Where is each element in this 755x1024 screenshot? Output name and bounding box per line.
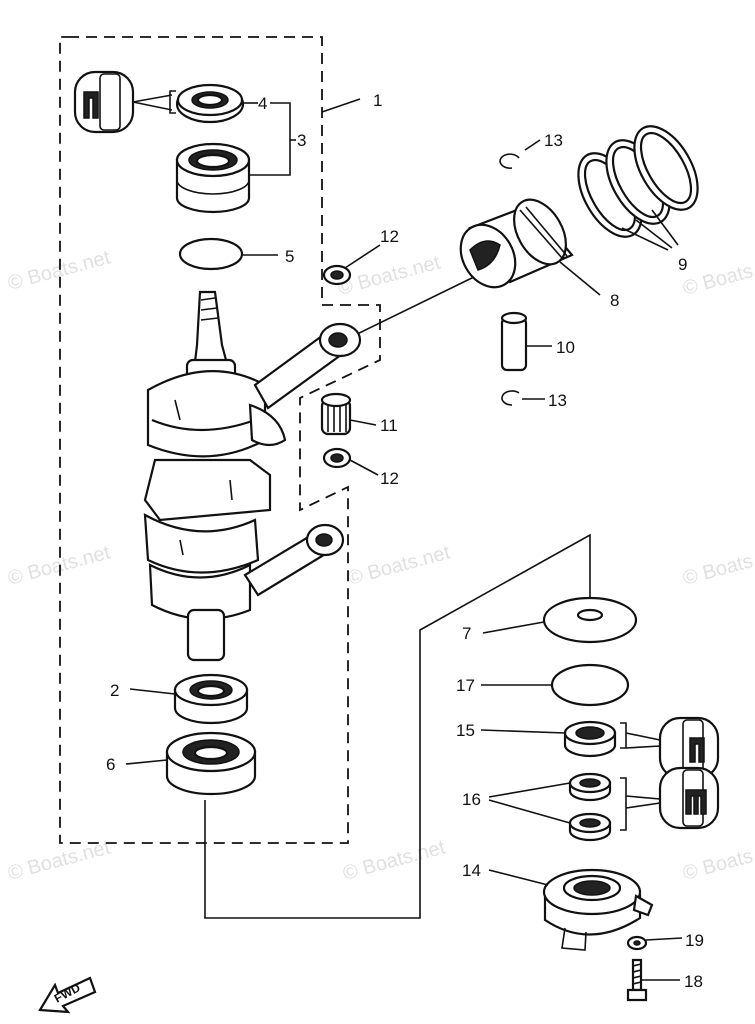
fwd-arrow: FWD — [38, 976, 97, 1014]
callout-15: 15 — [456, 721, 475, 740]
callout-14: 14 — [462, 861, 481, 880]
part-12-washer-upper — [322, 264, 352, 286]
callouts: 1 2 3 4 5 6 7 8 9 10 11 12 12 13 13 14 1… — [106, 91, 704, 991]
callout-2: 2 — [110, 681, 119, 700]
callout-18: 18 — [684, 972, 703, 991]
part-13-clip-upper — [499, 153, 520, 169]
callout-9: 9 — [678, 255, 687, 274]
guide-lines — [204, 274, 591, 919]
part-9-piston-rings — [577, 125, 699, 238]
part-7-washer — [542, 596, 638, 644]
watermark-2: © Boats.net — [336, 251, 443, 299]
part-10-piston-pin — [500, 311, 528, 372]
part-13-clip-lower — [501, 390, 520, 406]
grease-symbol-top — [73, 70, 176, 134]
callout-13-lower: 13 — [548, 391, 567, 410]
part-14-bearing-housing — [542, 868, 654, 951]
part-5-o-ring — [178, 237, 244, 271]
callout-4: 4 — [258, 94, 267, 113]
callout-3: 3 — [297, 131, 306, 150]
callout-11: 11 — [380, 416, 398, 435]
callout-16: 16 — [462, 790, 481, 809]
watermark-5: © Boats.net — [346, 541, 453, 589]
assembly-boundary-outer — [59, 36, 381, 844]
part-15-oil-seal — [563, 720, 617, 758]
grease-symbol-16 — [620, 766, 720, 831]
leader-lines — [125, 98, 683, 981]
callout-12-upper: 12 — [380, 227, 399, 246]
grease-symbol-15 — [620, 716, 720, 780]
callout-7: 7 — [462, 624, 471, 643]
part-18-bolt — [626, 958, 648, 1002]
callout-6: 6 — [106, 755, 115, 774]
watermark-9: © Boats.net — [681, 836, 755, 884]
callout-1: 1 — [373, 91, 382, 110]
part-11-needle-bearing — [320, 392, 352, 436]
part-6-bearing — [165, 731, 257, 796]
callout-19: 19 — [685, 931, 704, 950]
part-4-oil-seal — [175, 83, 245, 124]
part-19-washer — [626, 935, 648, 951]
part-3-bearing — [175, 142, 251, 214]
crankshaft — [143, 290, 272, 662]
callout-10: 10 — [556, 338, 575, 357]
watermark-6: © Boats.net — [681, 541, 755, 589]
callout-13-upper: 13 — [544, 131, 563, 150]
part-8-piston — [459, 198, 574, 289]
callout-17: 17 — [456, 676, 475, 695]
callout-12-lower: 12 — [380, 469, 399, 488]
connecting-rod-lower — [243, 523, 345, 597]
watermark-3: © Boats.net — [681, 251, 755, 299]
part-17-o-ring — [550, 663, 630, 707]
connecting-rod-upper — [248, 322, 362, 447]
callout-5: 5 — [285, 247, 294, 266]
part-16-oil-seal-upper — [568, 772, 612, 802]
part-2-oil-seal — [173, 673, 249, 725]
part-12-washer-lower — [322, 447, 352, 469]
watermark-8: © Boats.net — [341, 836, 448, 884]
part-16-oil-seal-lower — [568, 812, 612, 842]
callout-8: 8 — [610, 291, 619, 310]
